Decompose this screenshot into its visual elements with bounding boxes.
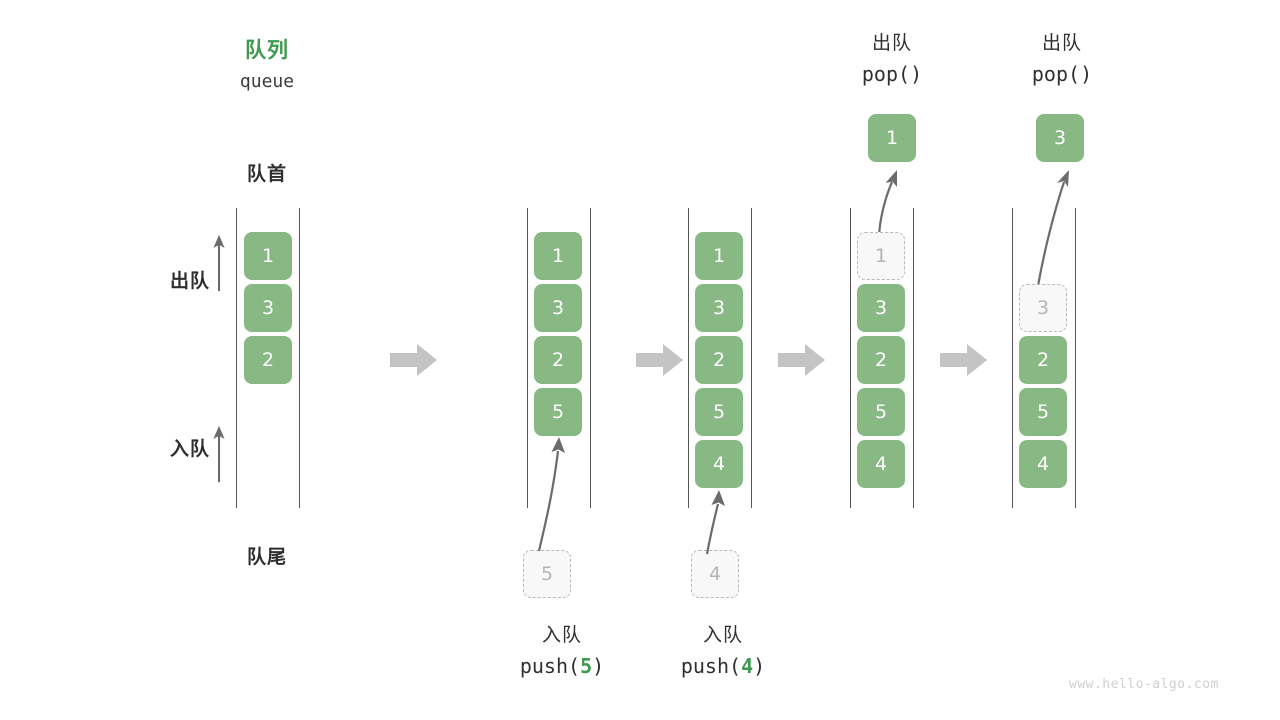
rail-right	[1075, 208, 1077, 508]
queue-item: 1	[244, 232, 292, 280]
queue-item: 2	[1019, 336, 1067, 384]
queue-item: 3	[244, 284, 292, 332]
queue-item: 2	[857, 336, 905, 384]
rail-right	[590, 208, 592, 508]
caption-code-prefix: pop(	[1031, 62, 1081, 86]
queue-item: 5	[534, 388, 582, 436]
page-title-cn: 队列	[245, 38, 289, 62]
caption-code-suffix: )	[1080, 62, 1093, 86]
rail-right	[751, 208, 753, 508]
dequeue-up-arrow-icon	[213, 234, 225, 292]
rail-left	[236, 208, 238, 508]
pop-flow-arrow-icon	[1036, 170, 1069, 287]
caption-code-arg: 4	[741, 654, 754, 678]
push-flow-arrow-icon	[537, 437, 565, 552]
step-arrow-4-icon	[940, 344, 987, 376]
caption-cn: 出队	[1041, 32, 1082, 54]
caption-code: push(4)	[643, 650, 803, 682]
caption-code: push(5)	[482, 650, 642, 682]
rail-right	[299, 208, 301, 508]
step-arrow-2-icon	[636, 344, 683, 376]
caption-code-arg: 5	[580, 654, 593, 678]
vacated-ghost-item: 3	[1019, 284, 1067, 332]
queue-item: 1	[695, 232, 743, 280]
caption-code-suffix: )	[910, 62, 923, 86]
caption-code: pop()	[982, 58, 1142, 90]
caption-code-suffix: )	[592, 654, 605, 678]
queue-item: 1	[534, 232, 582, 280]
rail-left	[527, 208, 529, 508]
enqueue-up-arrow-icon	[213, 425, 225, 483]
operation-caption-push-4: 入队 push(4)	[643, 620, 803, 682]
vacated-ghost-item: 1	[857, 232, 905, 280]
queue-item: 4	[857, 440, 905, 488]
rail-left	[850, 208, 852, 508]
queue-item: 5	[1019, 388, 1067, 436]
queue-item: 4	[1019, 440, 1067, 488]
watermark: www.hello-algo.com	[1069, 677, 1219, 692]
rail-right	[913, 208, 915, 508]
rail-left	[688, 208, 690, 508]
page-title-en: queue	[239, 71, 295, 92]
popped-item: 3	[1036, 114, 1084, 162]
queue-front-label: 队首	[246, 163, 287, 185]
enqueue-direction-label: 入队	[169, 438, 210, 460]
rail-left	[1012, 208, 1014, 508]
caption-cn: 入队	[541, 624, 582, 646]
step-arrow-1-icon	[390, 344, 437, 376]
popped-item: 1	[868, 114, 916, 162]
pop-flow-arrow-icon	[877, 170, 897, 237]
queue-item: 3	[695, 284, 743, 332]
queue-rear-label: 队尾	[246, 546, 287, 568]
queue-item: 5	[857, 388, 905, 436]
dequeue-direction-label: 出队	[169, 270, 210, 292]
push-flow-arrow-icon	[705, 490, 725, 555]
caption-code-prefix: push(	[519, 654, 581, 678]
queue-item: 2	[695, 336, 743, 384]
operation-caption-pop-1: 出队 pop()	[812, 28, 972, 90]
operation-caption-pop-3: 出队 pop()	[982, 28, 1142, 90]
queue-item: 5	[695, 388, 743, 436]
operation-caption-push-5: 入队 push(5)	[482, 620, 642, 682]
caption-code: pop()	[812, 58, 972, 90]
queue-item: 3	[857, 284, 905, 332]
caption-code-suffix: )	[753, 654, 766, 678]
caption-cn: 入队	[702, 624, 743, 646]
queue-item: 2	[244, 336, 292, 384]
incoming-ghost-item: 5	[523, 550, 571, 598]
queue-item: 2	[534, 336, 582, 384]
caption-cn: 出队	[871, 32, 912, 54]
step-arrow-3-icon	[778, 344, 825, 376]
caption-code-prefix: push(	[680, 654, 742, 678]
incoming-ghost-item: 4	[691, 550, 739, 598]
queue-item: 3	[534, 284, 582, 332]
queue-item: 4	[695, 440, 743, 488]
caption-code-prefix: pop(	[861, 62, 911, 86]
